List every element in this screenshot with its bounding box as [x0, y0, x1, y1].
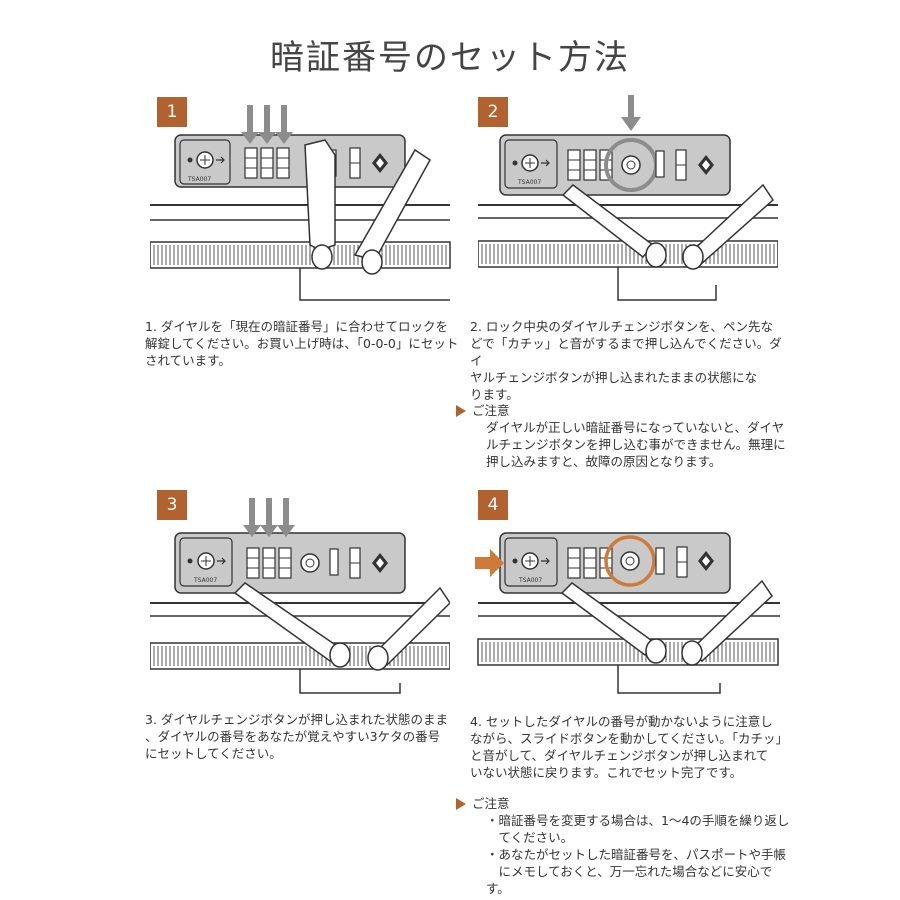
step-4-badge: 4: [478, 490, 508, 520]
step-4-caution: ご注意 ・暗証番号を変更する場合は、1～4の手順を繰り返し てください。 ・あな…: [456, 795, 792, 897]
step-1-description: 1. ダイヤルを「現在の暗証番号」に合わせてロックを 解錠してください。お買い上…: [145, 319, 459, 368]
step-3-illustration: TSA007: [150, 493, 450, 703]
zipper-pulls: [304, 139, 431, 275]
tsa-label-2: TSA007: [517, 179, 541, 186]
step-2-description: 2. ロック中央のダイヤルチェンジボタンを、ペン先な どで「カチッ」と音がするま…: [470, 319, 782, 402]
step-4-description: 4. セットしたダイヤルの番号が動かないように注意し ながら、スライドボタンを動…: [470, 714, 789, 780]
page-title: 暗証番号のセット方法: [270, 38, 630, 78]
step-2-caution: ご注意 ダイヤルが正しい暗証番号になっていないと、ダイヤ ルチェンジボタンを押し…: [456, 402, 792, 470]
step-3-description: 3. ダイヤルチェンジボタンが押し込まれた状態のまま 、ダイヤルの番号をあなたが…: [145, 712, 449, 761]
tsa-label-4: TSA007: [518, 577, 542, 584]
step-1-badge: 1: [157, 97, 187, 127]
step-2-illustration: TSA007: [478, 95, 778, 310]
tsa-label-3: TSA007: [193, 577, 217, 584]
change-button-highlight-orange: [604, 535, 656, 587]
caution-triangle-icon: [456, 798, 466, 810]
step-2-badge: 2: [478, 97, 508, 127]
caution-title: ご注意: [472, 403, 510, 418]
step-4-illustration: TSA007: [470, 493, 780, 703]
dial-wheels: [244, 147, 290, 179]
down-arrows: [241, 105, 293, 144]
step-1-illustration: TSA007: [150, 100, 460, 310]
zipper-band: [150, 241, 451, 269]
step-3-badge: 3: [157, 490, 187, 520]
down-arrow: [621, 95, 641, 131]
down-arrows-3: [243, 498, 295, 537]
lock-body: [174, 134, 406, 188]
caution-triangle-icon: [456, 405, 466, 417]
right-arrow: [475, 549, 504, 577]
tsa-label-1: TSA007: [187, 176, 211, 183]
caution-title: ご注意: [472, 796, 510, 811]
